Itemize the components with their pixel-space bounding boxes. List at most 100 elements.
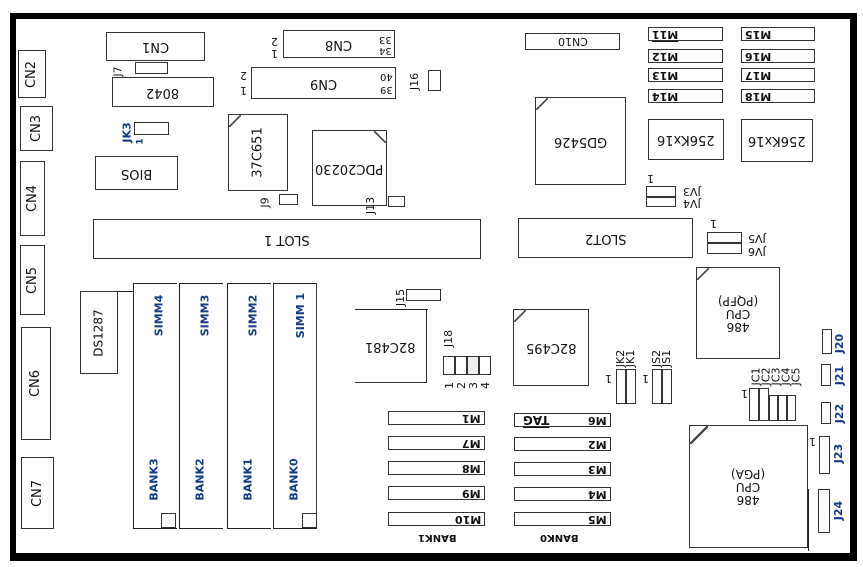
jumper-jc4 (778, 395, 787, 421)
jk3-pin1-label: 1 (135, 138, 146, 145)
chip-82c495: 82C495 (513, 309, 589, 386)
j20-label: J20 (833, 333, 847, 354)
tag-label: TAG (523, 413, 550, 427)
bank2-label: BANK2 (193, 458, 207, 501)
82c481-label: 82C481 (365, 338, 416, 354)
connector-cn10: CN10 (525, 33, 620, 50)
m8-label: M8 (462, 461, 481, 475)
jumper-jv6 (707, 243, 742, 254)
cache-chip-m6-tag: TAG M6 (514, 413, 611, 427)
cache-chip-m4: M4 (514, 487, 611, 501)
bank0-cache-label: BANK0 (540, 532, 579, 543)
connector-cn3: CN3 (20, 106, 53, 151)
bank1-label: BANK1 (241, 458, 255, 501)
js1-label: JS1 (660, 349, 674, 368)
jv56-pin1-label: 1 (710, 217, 717, 230)
jv3-label: JV3 (683, 185, 701, 198)
cache-chip-m2: M2 (514, 437, 611, 451)
jumper-jc2 (759, 388, 769, 421)
vram2-label: 256Kx16 (748, 133, 806, 148)
cn4-label: CN4 (25, 184, 41, 213)
cn6-label: CN6 (28, 369, 44, 398)
m18-label: M18 (745, 89, 772, 103)
cpu-pga-label-3: (PGA) (731, 467, 766, 481)
j18-label: J18 (442, 329, 456, 348)
jumper-j16 (428, 70, 441, 91)
cpu-pga-label-2: CPU (736, 480, 761, 494)
m4-label: M4 (588, 487, 607, 501)
cn8-pin2-label: 2 (271, 35, 278, 48)
simm-slot-1: SIMM 1 BANK0 (273, 283, 317, 529)
bios-label: BIOS (120, 165, 153, 181)
j7-label: J7 (111, 66, 125, 77)
motherboard-outline (10, 13, 857, 561)
bank3-label: BANK3 (147, 458, 161, 501)
m1-label: M1 (462, 411, 481, 425)
j22-label: J22 (833, 403, 847, 424)
jumper-jk1 (626, 369, 636, 404)
jk1-label: JK1 (624, 349, 638, 368)
cn8-label: CN8 (325, 36, 353, 52)
cn5-label: CN5 (25, 266, 41, 294)
cn8-pin34-label: 34 (379, 45, 392, 56)
jumper-j7 (135, 62, 168, 74)
jv5-label: JV5 (748, 232, 766, 245)
j15-label: J15 (394, 288, 408, 307)
cache-chip-m10: M10 (388, 512, 485, 526)
jumper-j21 (821, 364, 831, 386)
cn9-pin2-label: 2 (240, 69, 247, 82)
chip-37c651: 37C651 (228, 114, 288, 191)
jumper-j13 (388, 196, 405, 207)
chip-ds1287: DS1287 (80, 291, 118, 374)
m2-label: M2 (588, 437, 607, 451)
jumper-jk3 (134, 122, 169, 135)
jumper-j24 (818, 489, 830, 533)
j24-label: J24 (832, 500, 846, 521)
m10-label: M10 (454, 512, 481, 526)
chip-gd5426: GD5426 (535, 97, 626, 185)
simm1-label: SIMM 1 (294, 292, 308, 339)
cache-chip-m5: M5 (514, 512, 611, 526)
cn2-label: CN2 (24, 60, 40, 88)
bank0-label: BANK0 (287, 458, 301, 501)
m7-label: M7 (462, 436, 481, 450)
m6-label: M6 (588, 413, 607, 427)
j24-trace (808, 489, 809, 551)
jumper-j18-pin3 (467, 356, 479, 375)
simm3-label: SIMM3 (198, 294, 212, 337)
cn3-label: CN3 (28, 114, 44, 143)
vram1-label: 256Kx16 (657, 132, 715, 147)
slot-1: SLOT 1 (93, 219, 481, 259)
jumper-j9 (279, 194, 298, 205)
m9-label: M9 (462, 486, 481, 500)
chip-8042: 8042 (112, 77, 214, 107)
cpu-pqfp-label-group: 486 CPU (PQFP) (718, 294, 758, 334)
simm-slot-3: SIMM3 BANK2 (179, 283, 223, 529)
cpu-pqfp-label-2: CPU (725, 306, 751, 321)
slot-2: SLOT2 (518, 218, 693, 258)
jumper-j18-pin4 (479, 356, 491, 375)
jumper-j20 (822, 329, 832, 354)
m13-label: M13 (652, 68, 679, 82)
jumper-jv4 (646, 197, 676, 207)
jumper-j18-pin2 (455, 356, 467, 375)
simm-latch (161, 513, 176, 528)
82c495-label: 82C495 (525, 340, 577, 355)
cn9-pin1-label: 1 (240, 84, 247, 97)
cn9-pin40-label: 40 (380, 71, 393, 82)
jv6-label: JV6 (748, 245, 766, 258)
cache-chip-m8: M8 (388, 461, 485, 475)
cn7-label: CN7 (29, 479, 45, 507)
m5-label: M5 (588, 512, 607, 526)
jumper-js1 (662, 369, 672, 404)
cn8-pin33-label: 33 (379, 34, 392, 45)
jv4-label: JV4 (683, 197, 701, 210)
cn9-label: CN9 (309, 75, 338, 91)
simm2-label: SIMM2 (246, 294, 260, 337)
jumper-j22 (821, 402, 831, 424)
cache-chip-m7: M7 (388, 436, 485, 450)
chip-cpu-pga: 486 CPU (PGA) (689, 425, 808, 548)
m16-label: M16 (745, 49, 772, 63)
cpu-pga-label-group: 486 CPU (PGA) (731, 467, 766, 507)
m11-label: M11 (652, 27, 679, 41)
